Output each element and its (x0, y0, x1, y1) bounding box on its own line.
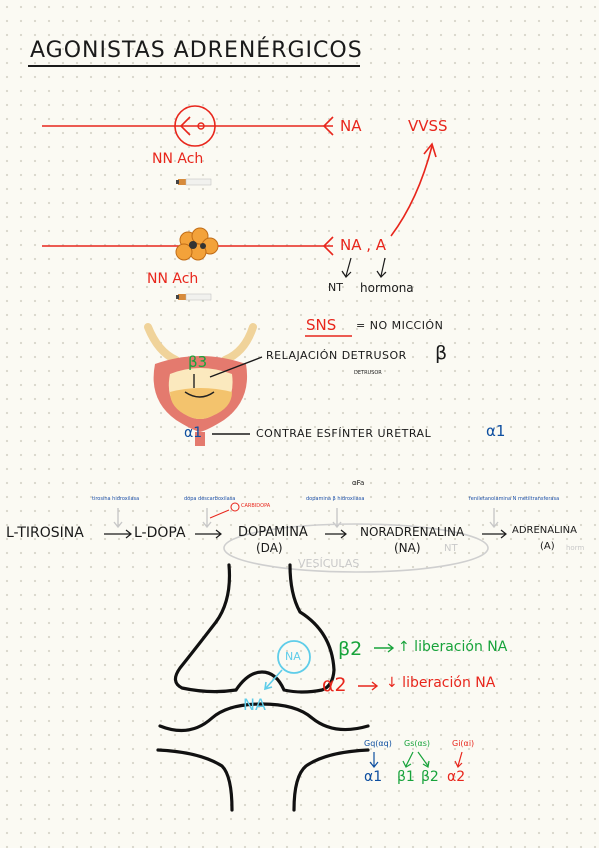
ganglion-top-icon (174, 105, 216, 147)
step-noradrenalina: NORADRENALINA (360, 525, 465, 539)
target-label-vvss: VVSS (408, 117, 448, 135)
enzyme-dopa-decarboxylase: dopa descarboxilasa (184, 496, 236, 502)
cigarette-icon (176, 178, 212, 186)
enzyme-dopamine-beta-hydroxylase: dopamina β hidroxilasa (306, 496, 365, 502)
step-dopamina: DOPAMINA (238, 525, 308, 540)
alpha1-end: α1 (486, 422, 506, 440)
step-adrenalina: ADRENALINA (512, 525, 577, 536)
enzyme-tyrosine-hydroxylase: tirosina hidroxilasa (92, 496, 140, 502)
page-title: AGONISTAS ADRENÉRGICOS (30, 38, 363, 63)
alpha2-receptor: α2 (322, 674, 347, 696)
arrow-to-vvss (390, 145, 433, 237)
beta-symbol: β (435, 342, 448, 364)
beta3-receptor: β3 (188, 353, 208, 371)
synapse-drawing (156, 563, 370, 812)
receptor-label-bottom: NN Ach (147, 271, 199, 287)
receptor-alpha2: α2 (447, 769, 466, 785)
beta2-receptor: β2 (338, 638, 363, 660)
step-tirosina: L-TIROSINA (6, 525, 84, 541)
vesicle-label: VESÍCULAS (298, 557, 360, 570)
hormone-label: hormona (360, 281, 414, 295)
alpha1-receptor: α1 (184, 425, 203, 441)
terminal-bottom-icon (322, 236, 334, 256)
synaptic-vesicle-label: NA (285, 650, 301, 663)
sns-description: = NO MICCIÓN (356, 319, 444, 332)
receptor-beta1: β1 (397, 769, 415, 785)
alpha2-effect: ↓ liberación NA (386, 675, 496, 691)
synaptic-vesicle-icon (277, 640, 311, 674)
gi-label: Gi(αi) (452, 739, 475, 748)
cigarette-icon-2 (176, 293, 212, 301)
contract-text: CONTRAE ESFÍNTER URETRAL (256, 427, 432, 440)
carbidopa-label: CARBIDOPA (241, 503, 271, 509)
detrusor-small: DETRUSOR (354, 370, 382, 376)
adrenal-medulla-icon (175, 227, 219, 261)
sns-label: SNS (306, 316, 337, 334)
receptor-beta2: β2 (421, 769, 439, 785)
gs-label: Gs(αs) (404, 739, 431, 748)
receptor-label-top: NN Ach (152, 151, 204, 167)
enzyme-pnmt: feniletanolamina N metiltransferasa (469, 496, 560, 502)
relaxation-text: RELAJACIÓN DETRUSOR (266, 349, 407, 362)
step-nt-label: NT (444, 543, 458, 554)
bladder-icon (144, 323, 257, 446)
release-label-bottom: NA , A (340, 236, 387, 254)
step-dopamina-abbr: (DA) (256, 541, 283, 555)
beta2-effect: ↑ liberación NA (398, 639, 508, 655)
receptor-alpha1: α1 (364, 769, 383, 785)
step-dopa: L-DOPA (134, 525, 186, 541)
release-label-top: NA (340, 117, 362, 135)
step-adrenalina-abbr: (A) (540, 541, 555, 552)
vesicle-outline (223, 523, 489, 573)
gq-label: Gq(αq) (364, 739, 392, 748)
nt-label: NT (328, 281, 343, 294)
cleft-na-label: NA (243, 695, 266, 714)
step-horm-label: horm (566, 544, 585, 552)
step-noradrenalina-abbr: (NA) (394, 541, 421, 555)
alpha-fa-label: αFa (352, 479, 365, 487)
terminal-top-icon (322, 116, 334, 136)
